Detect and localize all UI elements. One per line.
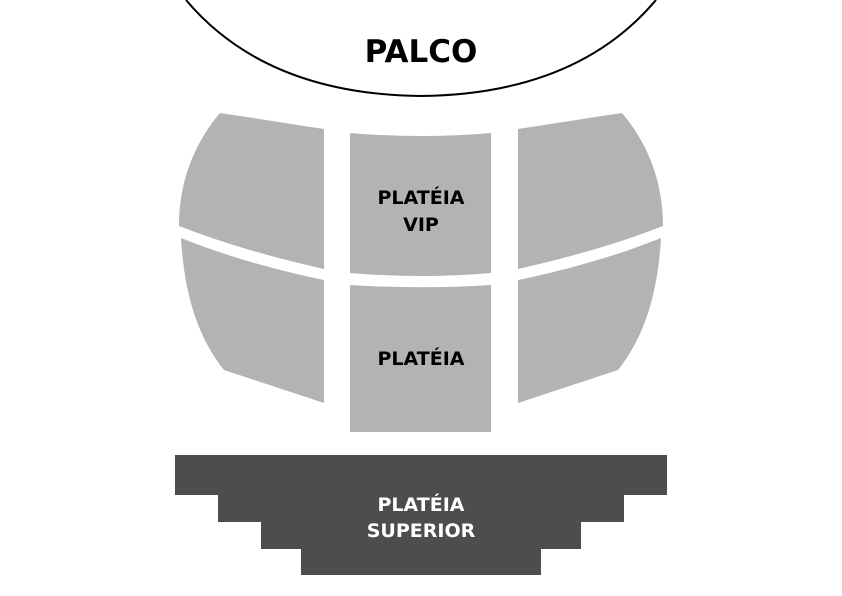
stage-outline — [185, 0, 657, 98]
section-plateia-vip-label-line2: VIP — [403, 214, 439, 236]
section-plateia-superior[interactable]: PLATÉIA SUPERIOR — [175, 455, 667, 575]
section-left-rear[interactable] — [181, 238, 324, 403]
section-right-rear[interactable] — [518, 238, 661, 403]
section-right-front[interactable] — [518, 113, 663, 269]
section-plateia-superior-label-line1: PLATÉIA — [378, 493, 465, 516]
section-left-front[interactable] — [179, 113, 324, 269]
section-plateia-vip[interactable]: PLATÉIA VIP — [350, 133, 491, 276]
section-plateia-vip-shape[interactable] — [350, 133, 491, 276]
section-plateia-label: PLATÉIA — [378, 347, 465, 370]
section-plateia-superior-shape[interactable] — [175, 455, 667, 575]
section-plateia-vip-label-line1: PLATÉIA — [378, 186, 465, 209]
section-plateia-superior-label-line2: SUPERIOR — [367, 520, 476, 542]
stage-label: PALCO — [365, 34, 478, 70]
section-plateia[interactable]: PLATÉIA — [350, 285, 491, 432]
stage: PALCO — [185, 0, 657, 98]
section-plateia-shape[interactable] — [350, 285, 491, 432]
